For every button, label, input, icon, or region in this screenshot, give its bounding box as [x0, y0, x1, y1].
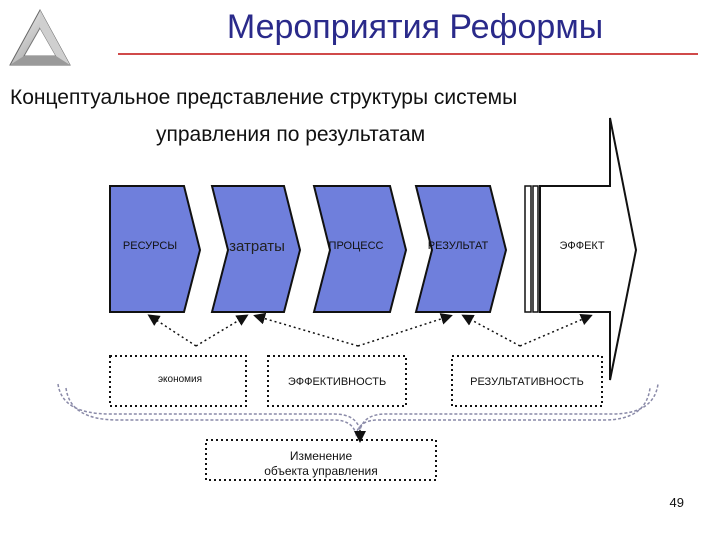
measure-box-effectiveness — [451, 355, 603, 407]
arrow-effectiveness-effect — [519, 314, 593, 347]
subtitle-line-1: Концептуальное представление структуры с… — [10, 86, 518, 109]
page-title: Мероприятия Реформы — [226, 8, 604, 46]
page-number: 49 — [669, 495, 684, 510]
measure-label-efficiency: ЭФФЕКТИВНОСТЬ — [287, 376, 387, 388]
change-object-box — [205, 439, 437, 481]
arrow-economy-resources — [147, 314, 197, 347]
arrow-economy-costs — [195, 314, 249, 347]
stage-shape-result — [414, 185, 508, 313]
change-object-line-2: объекта управления — [264, 464, 378, 478]
title-underline — [118, 53, 698, 55]
impossible-triangle-icon — [9, 8, 71, 66]
effect-arrow-shape — [524, 117, 638, 381]
measure-label-effectiveness: РЕЗУЛЬТАТИВНОСТЬ — [470, 376, 584, 388]
grouping-brace — [57, 383, 659, 437]
stage-label-result: РЕЗУЛЬТАТ — [427, 240, 489, 252]
measure-box-economy — [109, 355, 247, 407]
subtitle-line-2: управления по результатам — [156, 123, 426, 146]
stage-label-costs: затраты — [229, 238, 285, 255]
stage-shape-costs — [210, 185, 302, 313]
stage-shape-resources — [109, 185, 202, 313]
measure-box-efficiency — [267, 355, 407, 407]
arrow-efficiency-costs — [253, 312, 359, 347]
arrow-effectiveness-result — [461, 314, 521, 347]
stage-shape-process — [312, 185, 408, 313]
stage-label-process: ПРОЦЕСС — [328, 240, 384, 252]
stage-label-effect: ЭФФЕКТ — [559, 240, 605, 252]
arrow-efficiency-result — [357, 313, 453, 347]
stage-label-resources: РЕСУРСЫ — [122, 240, 178, 252]
measure-label-economy: экономия — [157, 374, 203, 385]
change-object-line-1: Изменение — [289, 449, 353, 463]
